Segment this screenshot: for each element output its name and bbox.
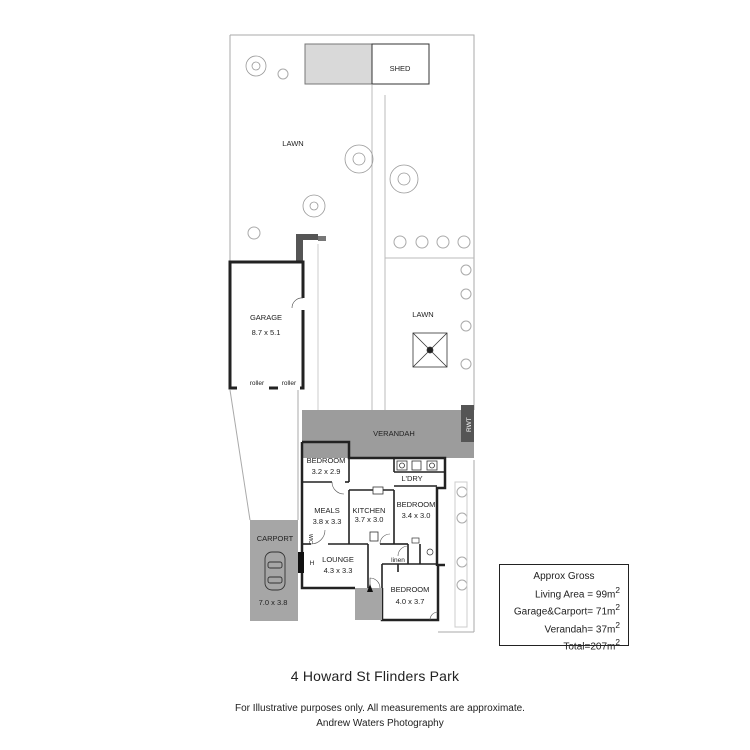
car-icon — [264, 551, 286, 591]
verandah-area — [302, 410, 474, 458]
linen-label: linen — [391, 557, 405, 564]
shrub-icon — [247, 226, 261, 240]
garage-door-swing — [291, 297, 304, 309]
verandah-area-value: 37m — [595, 623, 616, 635]
rwt-label: RWT — [466, 417, 473, 432]
bedroom-1-label: BEDROOM — [307, 456, 346, 465]
kitchen-size: 3.7 x 3.0 — [355, 515, 384, 524]
unit-sup: 2 — [615, 585, 620, 595]
lounge-label: LOUNGE — [322, 555, 354, 564]
pergola-slab — [318, 236, 326, 241]
unit-sup: 2 — [615, 602, 620, 613]
roller-left-label: roller — [250, 380, 265, 387]
hearth-mark: H — [310, 560, 315, 567]
fireplace — [298, 552, 304, 573]
entry-marker — [367, 584, 373, 592]
garage-room — [228, 260, 305, 390]
roller-right-label: roller — [282, 380, 297, 387]
bathroom-fixtures — [411, 537, 434, 556]
shrub-row — [456, 486, 468, 591]
living-area-row: Living Area = 99m2 — [500, 584, 620, 601]
gazebo-icon — [412, 332, 448, 368]
front-door-swing — [369, 577, 381, 589]
bedroom-3-size: 4.0 x 3.7 — [396, 597, 425, 606]
garage-size: 8.7 x 5.1 — [252, 328, 281, 337]
carport-area — [250, 520, 298, 621]
disclaimer-text: For Illustrative purposes only. All meas… — [235, 703, 525, 714]
garage-label: GARAGE — [250, 313, 282, 322]
kitchen-fixtures — [369, 486, 384, 542]
bedroom-2-size: 3.4 x 3.0 — [402, 511, 431, 520]
bedroom-3-label: BEDROOM — [391, 585, 430, 594]
meals-label: MEALS — [314, 506, 339, 515]
bedroom-2-label: BEDROOM — [397, 500, 436, 509]
boundary-driveway-left — [229, 389, 251, 521]
area-summary-heading: Approx Gross — [533, 571, 595, 582]
total-value: 207m — [590, 641, 616, 653]
kitchen-label: KITCHEN — [353, 506, 386, 515]
bedroom-1-size: 3.2 x 2.9 — [312, 467, 341, 476]
shed-label: SHED — [390, 64, 411, 73]
pergola-structure — [296, 234, 318, 262]
floor-plan: SHED LAWN LAWN GARAGE 8.7 x 5.1 roller r… — [228, 34, 475, 633]
carport-size: 7.0 x 3.8 — [259, 598, 288, 607]
unit-sup: 2 — [615, 636, 620, 647]
tree-icon — [245, 55, 267, 77]
verandah-row: Verandah= 37m2 — [500, 619, 620, 636]
unit-sup: 2 — [615, 619, 620, 630]
tree-icon — [389, 164, 419, 194]
shrub-icon — [277, 68, 289, 80]
wic-mark: WIC — [307, 534, 313, 544]
shed-room — [371, 43, 430, 85]
total-row: Total=207m2 — [500, 636, 620, 653]
meals-size: 3.8 x 3.3 — [313, 517, 342, 526]
lawn-right-label: LAWN — [412, 310, 433, 319]
door-swings — [310, 481, 439, 621]
living-area-value: 99m — [595, 589, 616, 601]
garage-carport-label: Garage&Carport= — [513, 606, 594, 618]
tree-icon — [302, 194, 326, 218]
laundry-label: L'DRY — [401, 474, 422, 483]
shrub-row — [393, 235, 472, 370]
rainwater-tank — [461, 405, 474, 442]
verandah-label: VERANDAH — [373, 429, 415, 438]
lounge-size: 4.3 x 3.3 — [324, 566, 353, 575]
front-porch — [355, 588, 382, 620]
living-area-label: Living Area = — [535, 589, 594, 601]
property-address: 4 Howard St Flinders Park — [290, 668, 460, 684]
side-path — [454, 481, 468, 628]
verandah-area-label: Verandah= — [544, 623, 594, 635]
property-boundary — [230, 34, 475, 410]
total-label: Total= — [563, 641, 591, 653]
garage-door-opening — [300, 298, 306, 310]
area-summary-box: Approx Gross Living Area = 99m2 Garage&C… — [499, 564, 629, 652]
garage-carport-row: Garage&Carport= 71m2 — [500, 601, 620, 618]
interior-walls — [302, 442, 445, 588]
photographer-credit: Andrew Waters Photography — [316, 718, 444, 729]
garage-carport-value: 71m — [595, 606, 616, 618]
carport-label: CARPORT — [257, 534, 294, 543]
lawn-top-label: LAWN — [282, 139, 303, 148]
tree-icon — [344, 144, 374, 174]
laundry-fixtures — [396, 460, 438, 471]
